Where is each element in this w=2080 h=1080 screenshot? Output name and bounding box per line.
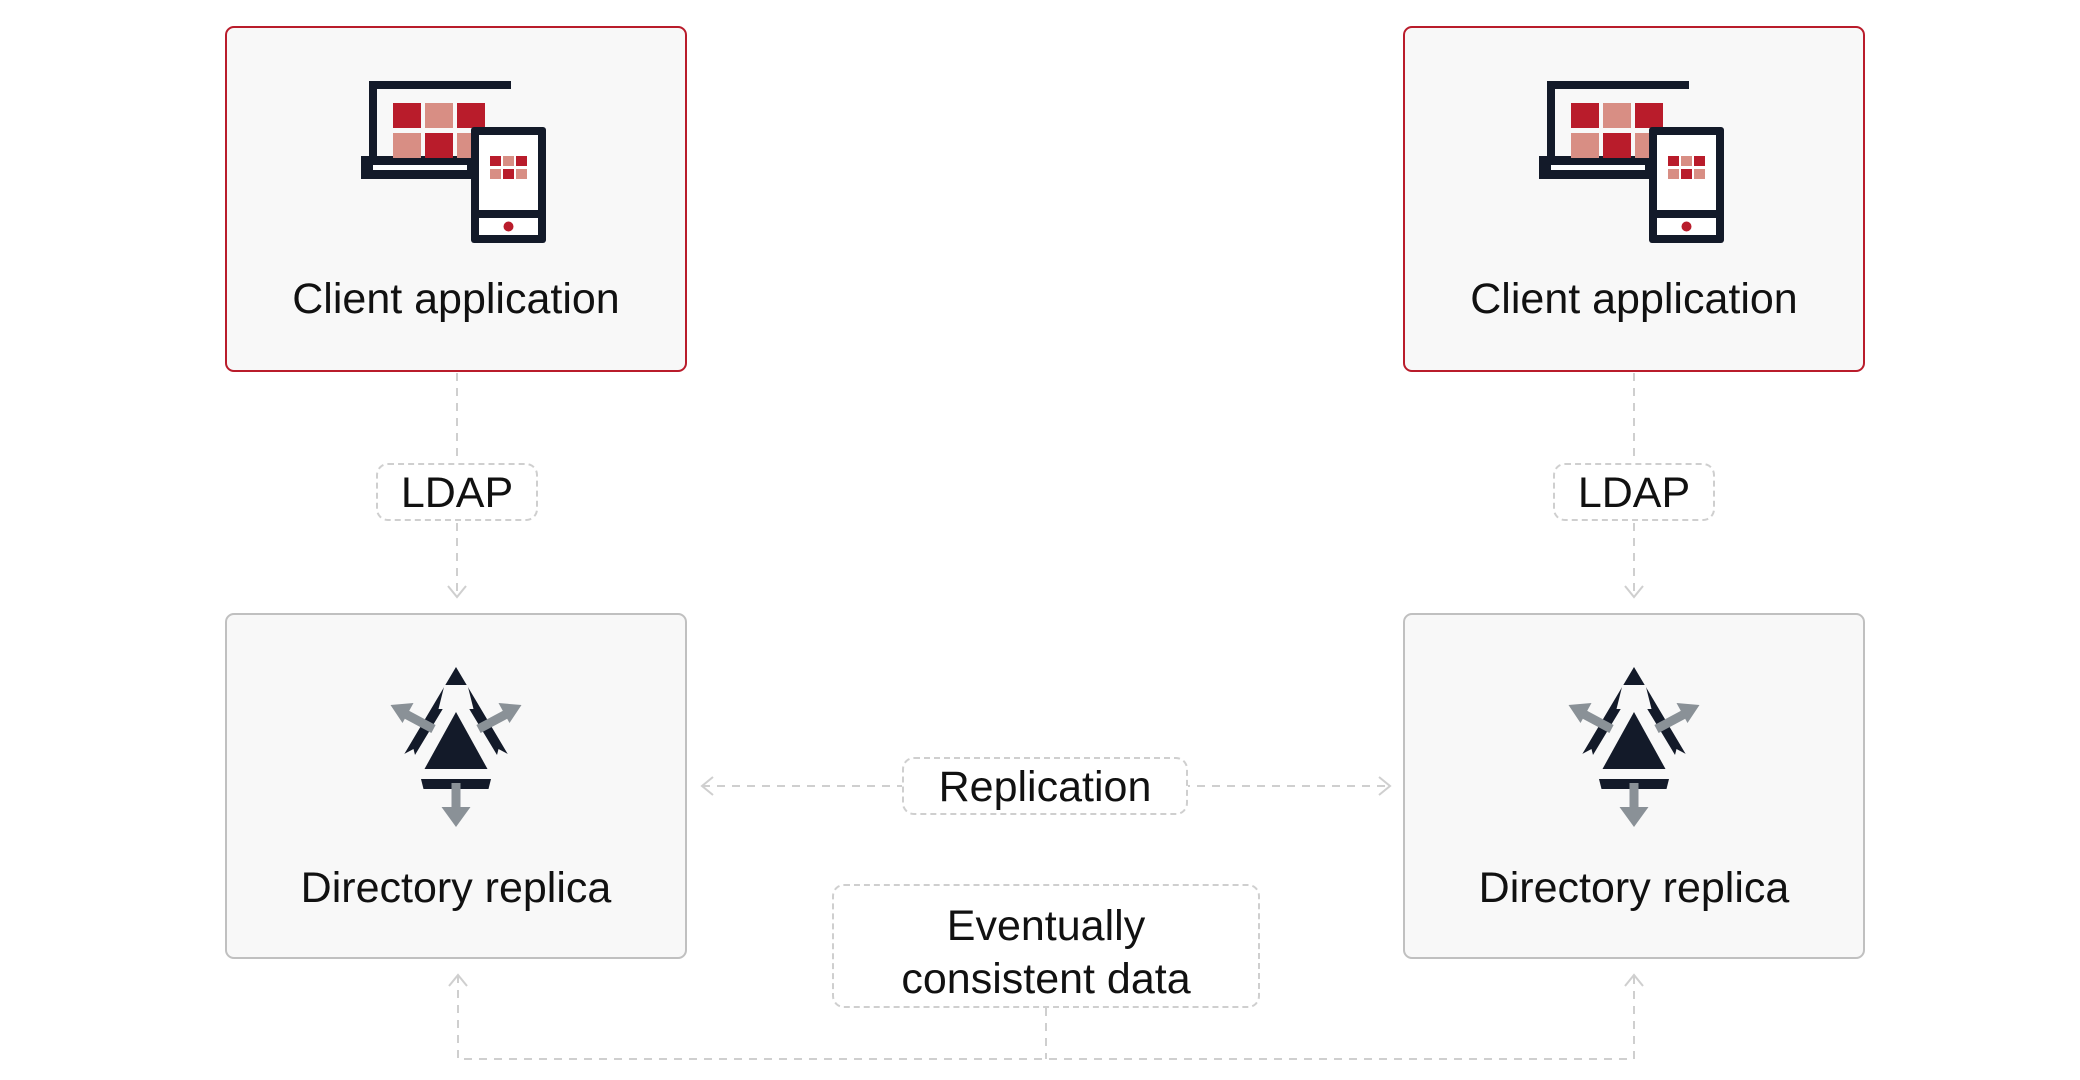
ldap-left-label: LDAP [376,463,538,521]
eventual-line-1: Eventually [946,902,1146,950]
ldap-right-arrowhead [1624,585,1644,599]
replication-text: Replication [938,763,1152,811]
client-application-node: Client application [225,26,687,372]
directory-replica-icon [1561,667,1707,827]
directory-replica-node: Directory replica [225,613,687,959]
client-application-label: Client application [1470,275,1798,323]
laptop-and-phone-icon [361,81,546,243]
client-application-node: Client application [1403,26,1865,372]
laptop-and-phone-icon [1539,81,1724,243]
directory-replica-icon [383,667,529,827]
replication-label: Replication [902,757,1188,815]
ldap-right-label: LDAP [1553,463,1715,521]
directory-replica-node: Directory replica [1403,613,1865,959]
directory-replica-label: Directory replica [1478,864,1790,912]
replication-arrowhead-right [1378,776,1392,796]
replication-arrowhead-left [700,776,714,796]
ldap-left-arrowhead [447,585,467,599]
ldap-left-text: LDAP [400,469,514,517]
eventual-arrowhead-right [1624,973,1644,987]
eventual-arrowhead-left [448,973,468,987]
ldap-right-text: LDAP [1577,469,1691,517]
directory-replica-label: Directory replica [300,864,612,912]
eventual-line-2: consistent data [901,955,1191,1003]
eventual-consistency-label: Eventually consistent data [832,884,1260,1008]
client-application-label: Client application [292,275,620,323]
